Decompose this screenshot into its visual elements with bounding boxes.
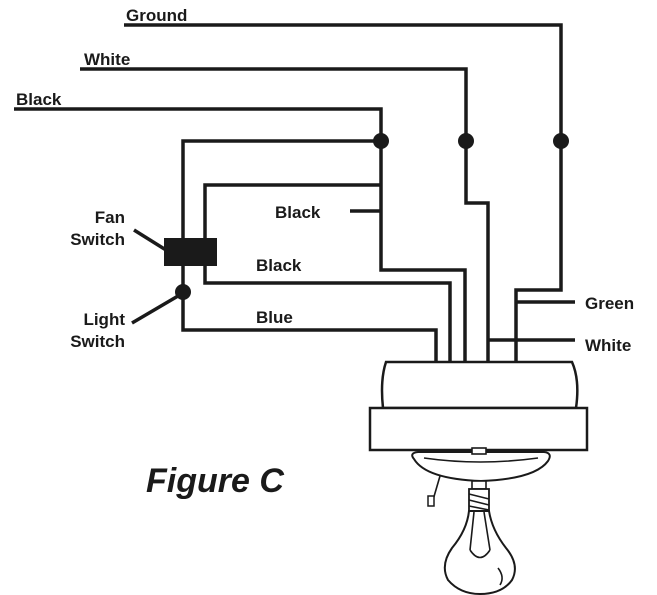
fan-switch-pointer [133, 228, 167, 252]
white-supply-wire [80, 67, 468, 140]
ground-to-fan-wire [514, 141, 563, 362]
light-switch-pointer [131, 294, 179, 325]
fan-switch-body [164, 238, 217, 266]
light-switch-label-line2: Switch [70, 332, 125, 351]
pull-chain [427, 475, 441, 507]
blue-wire [181, 292, 438, 362]
black-top-label: Black [16, 90, 62, 109]
ground-supply-wire [124, 23, 563, 140]
black-low-label: Black [256, 256, 302, 275]
green-label: Green [585, 294, 634, 313]
light-switch-label-line1: Light [83, 310, 125, 329]
blue-label: Blue [256, 308, 293, 327]
white-top-label: White [84, 50, 130, 69]
ground-label: Ground [126, 6, 187, 25]
black-inner-loop-wire [203, 183, 381, 240]
light-bulb [443, 480, 516, 595]
fan-switch-label-line1: Fan [95, 208, 125, 227]
white-to-fan-wire [464, 141, 490, 362]
black-switched-wire [203, 266, 452, 362]
black-to-fan-wire [379, 141, 467, 362]
ceiling-fan-housing [368, 360, 589, 452]
black-mid-label: Black [275, 203, 321, 222]
black-to-switch-wire [181, 139, 381, 240]
black-supply-wire [14, 107, 383, 140]
figure-caption: Figure C [146, 462, 284, 500]
light-kit-bowl [411, 447, 551, 483]
white-right-label: White [585, 336, 631, 355]
fan-switch-label-line2: Switch [70, 230, 125, 249]
